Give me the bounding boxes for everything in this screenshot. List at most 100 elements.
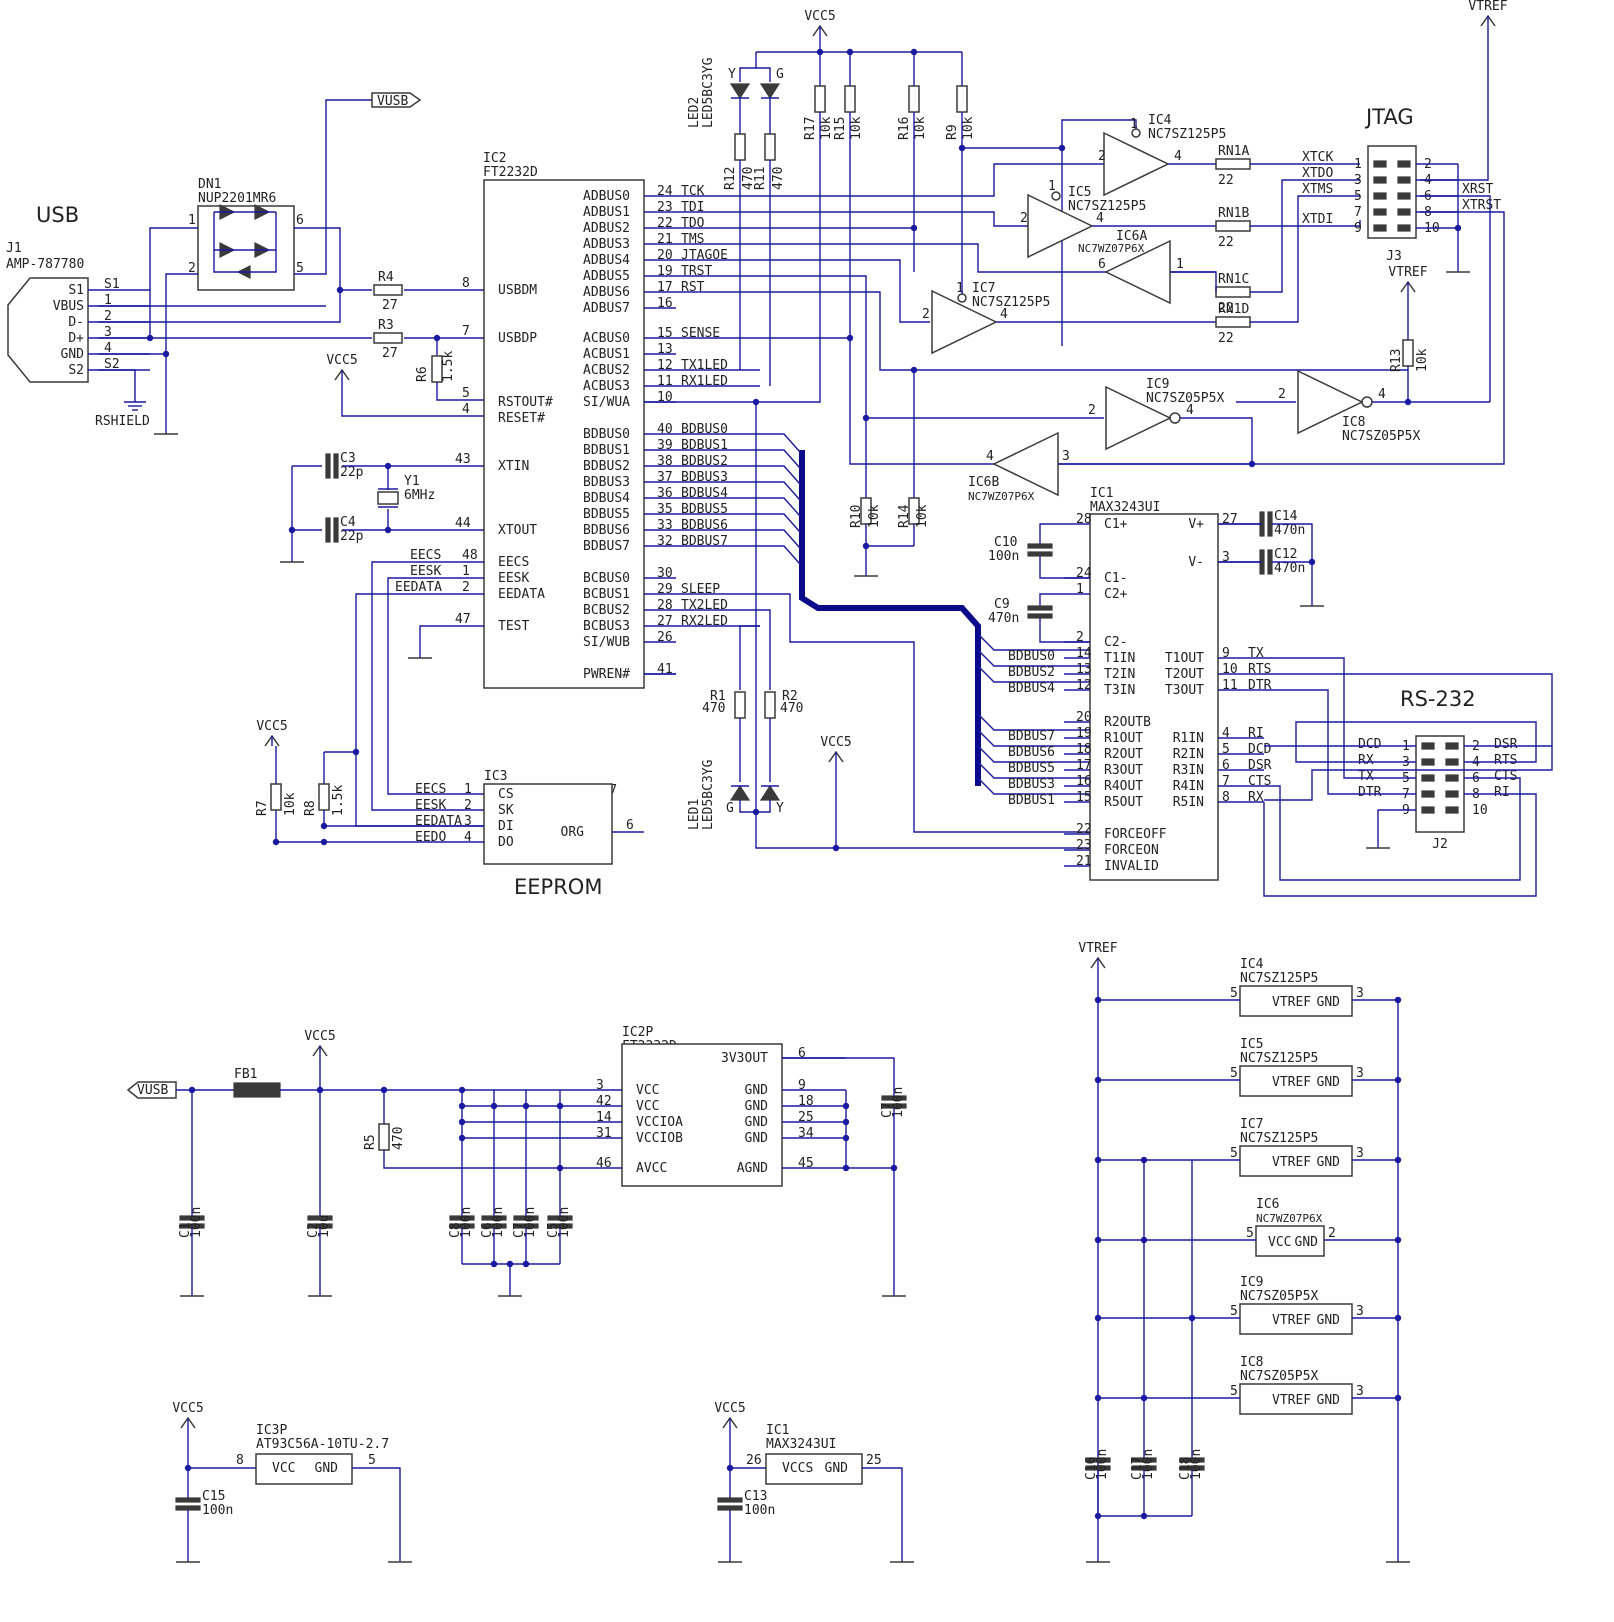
ic2-pin-label: ADBUS0 [583,189,630,204]
wire [149,227,198,338]
ic2-pin-number: 13 [657,342,673,357]
label: IC6A [1116,229,1147,244]
label: XTRST [1462,198,1501,213]
label: GND [1317,995,1341,1010]
resistor-value: 27 [382,298,398,313]
wire [760,433,801,453]
ic2-pin-label: PWREN# [583,667,630,682]
label: IC8 [1342,415,1365,430]
wire [782,1057,895,1098]
ic1-net-label: RTS [1248,662,1271,677]
ic1-pin-number: 16 [1076,774,1092,789]
ic2-pin-number: 15 [657,326,673,341]
wire [1263,793,1537,897]
ic1-pin-number: 5 [1222,742,1230,757]
ic2-pin-number: 28 [657,598,673,613]
label: R7 [255,800,270,816]
junction-dot [1094,1156,1102,1164]
label: 6 [1098,257,1106,272]
label: 5 [1230,1146,1238,1161]
label: GND [1317,1313,1341,1328]
wire [1264,673,1553,746]
ic2-pin-label: EECS [498,555,529,570]
rect [1445,790,1459,798]
label: 7 [462,324,470,339]
ic2-pin-number: 11 [657,374,673,389]
ic4-buffer [1103,131,1170,197]
label: AVCC [636,1161,667,1176]
label: 2 [1020,211,1028,226]
label: IC5 [1240,1037,1263,1052]
ic2-pin-label: ADBUS1 [583,205,630,220]
label: NC7SZ05P5X [1146,391,1224,406]
ic2-pin-label: ADBUS7 [583,301,630,316]
ic2-pin-label: EESK [498,571,529,586]
capacitor-ref: C2 [306,1222,321,1238]
label: XTDI [1302,212,1333,227]
capacitor-ref: C12 [1274,547,1297,562]
label: R15 [833,117,848,140]
ic2-net-label: TDI [681,200,704,215]
capacitor-ref: C9 [994,597,1010,612]
label: VTREF [1272,1313,1311,1328]
component-body [814,85,826,113]
label: DI [498,819,514,834]
capacitor-value: 100n [744,1503,775,1518]
label: NC7SZ05P5X [1240,1369,1318,1384]
label: VCC [272,1461,295,1476]
label: RN1B [1218,206,1249,221]
ic1-pin-number: 23 [1076,838,1092,853]
ic2-pin-number: 40 [657,422,673,437]
wire [1264,657,1416,779]
label: 10k [915,504,930,528]
label: R11 [753,167,768,190]
ic1-pin-label: R3IN [1173,763,1204,778]
label: J2 [1432,837,1448,852]
ic6b-buffer [992,431,1059,497]
j1-pin-number: S2 [104,357,120,372]
label: XTMS [1302,182,1333,197]
label: Y [728,67,736,82]
label: RTS [1494,753,1517,768]
label: 5 [1246,1226,1254,1241]
label: 1 [1176,257,1184,272]
ic1-pin-number: 9 [1222,646,1230,661]
ic1-pin-number: 19 [1076,726,1092,741]
ic1-pin-number: 10 [1222,662,1238,677]
label: R12 [723,167,738,190]
junction-dot [842,1102,850,1110]
junction-dot [1394,1236,1402,1244]
wire [165,273,198,354]
ic2-pin-number: 33 [657,518,673,533]
label: RN1D [1218,302,1249,317]
label: 1 [464,782,472,797]
ic1-pin-number: 1 [1076,582,1084,597]
label: EESK [410,564,441,579]
label: EESK [415,798,446,813]
label: CTS [1494,769,1517,784]
wire [1264,689,1416,795]
label: NC7SZ125P5 [1068,199,1146,214]
label: 4 [1096,211,1104,226]
label: 5 [296,261,304,276]
capacitor-plate [325,453,331,479]
ic2-net-label: BDBUS7 [681,534,728,549]
usb-connector-body [7,277,89,383]
label: 22 [1218,235,1234,250]
power-net-label: VTREF [1078,941,1117,956]
label: R17 [803,117,818,140]
j1-pin-number: 4 [104,341,112,356]
capacitor-plate [1267,549,1273,575]
ic1-pin-number: 28 [1076,512,1092,527]
ic2-pin-label: TEST [498,619,529,634]
wire [98,290,341,323]
wire [1250,220,1361,227]
label: 4 [464,830,472,845]
label: 5 [368,1453,376,1468]
power-net-label: VCC5 [256,719,287,734]
wire [977,777,1090,795]
ic1-pin-number: 27 [1222,512,1238,527]
wire [977,745,1090,763]
label: 2 [922,307,930,322]
